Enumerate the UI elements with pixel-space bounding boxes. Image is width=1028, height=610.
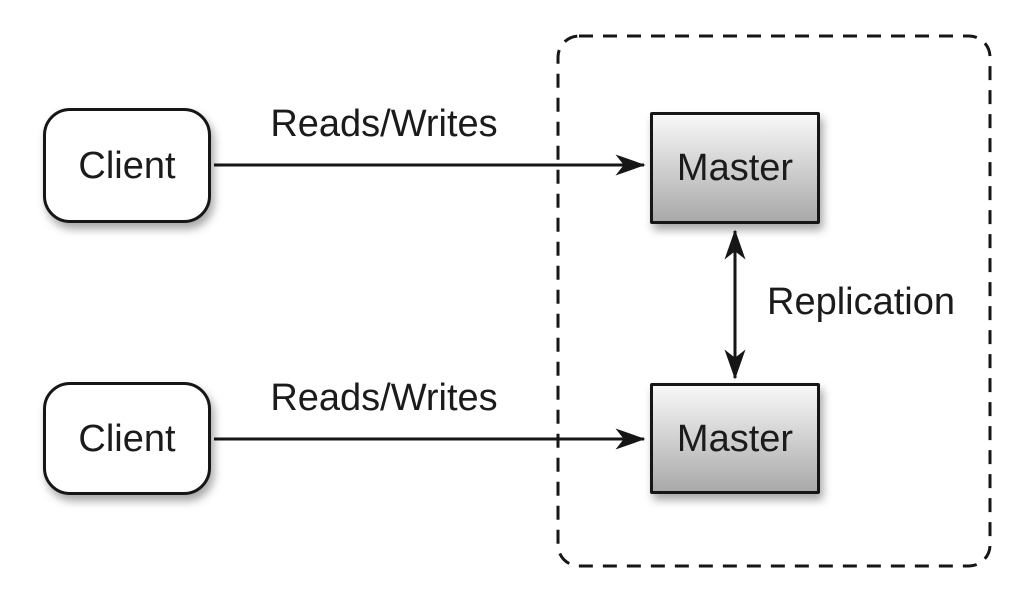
client-node-bottom-label: Client xyxy=(78,417,176,460)
edge-label-replication: Replication xyxy=(767,281,955,323)
client-node-bottom: Client xyxy=(43,382,211,495)
client-node-top: Client xyxy=(43,108,211,223)
master-node-bottom-label: Master xyxy=(676,417,794,460)
edge-label-reads-writes-top: Reads/Writes xyxy=(270,103,498,145)
client-node-top-label: Client xyxy=(78,144,176,187)
replication-group-dashed-border xyxy=(556,34,992,568)
master-node-top: Master xyxy=(650,112,820,224)
edge-label-reads-writes-bottom: Reads/Writes xyxy=(270,377,498,419)
master-node-top-label: Master xyxy=(676,147,794,189)
master-node-bottom: Master xyxy=(650,383,820,494)
